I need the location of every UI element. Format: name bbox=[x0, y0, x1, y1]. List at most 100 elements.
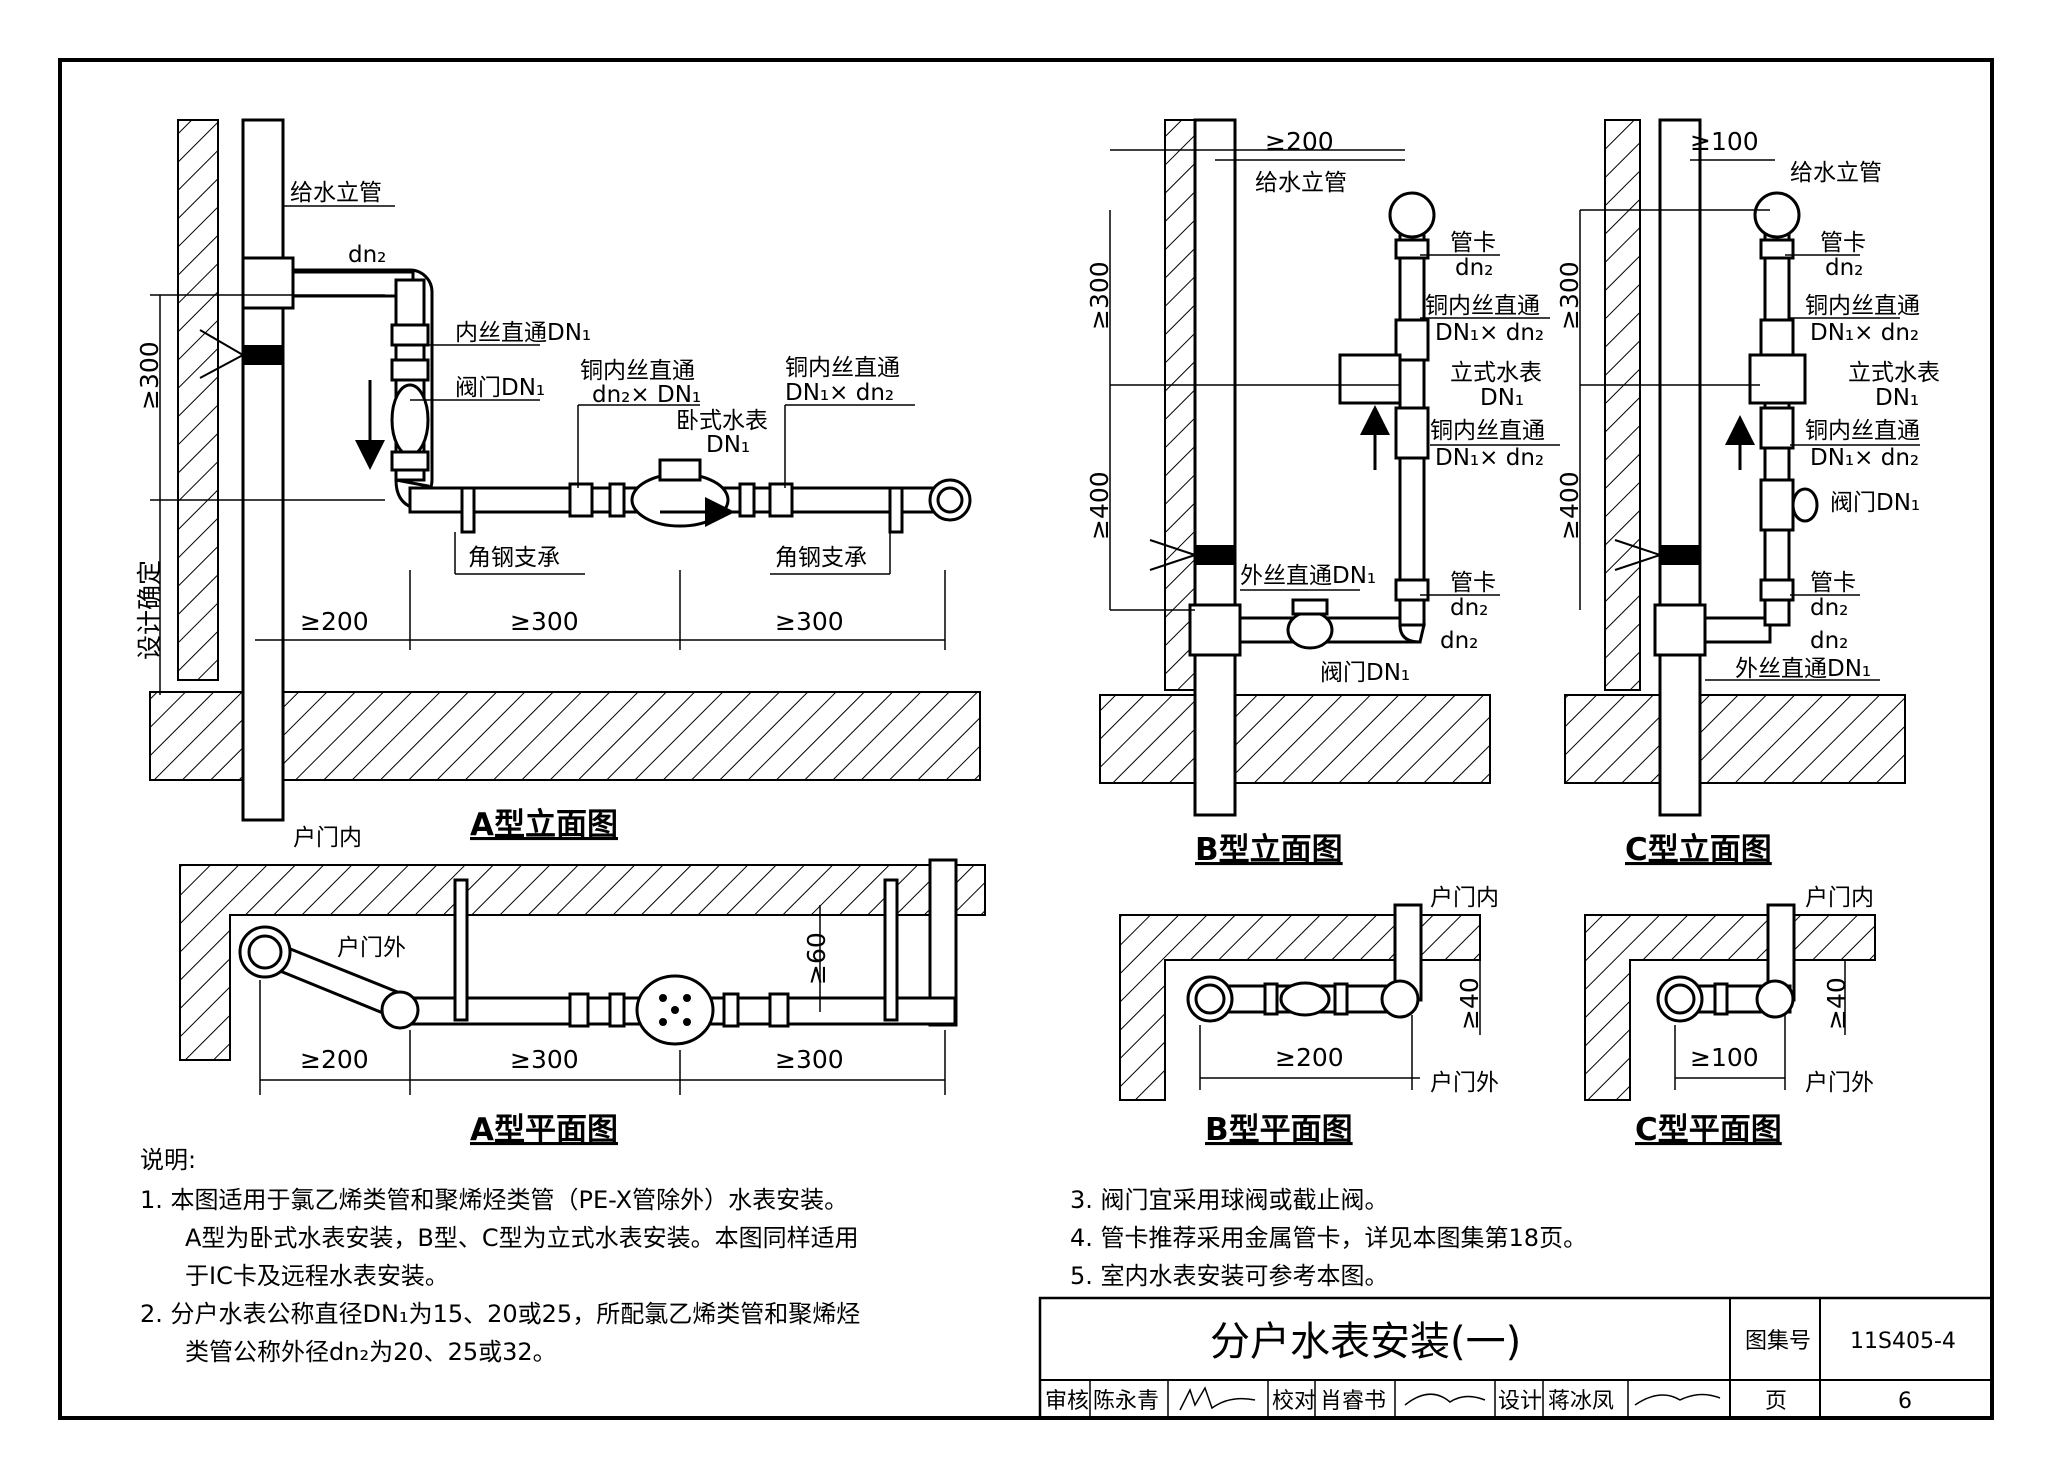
atlas-label: 图集号 bbox=[1745, 1329, 1811, 1354]
a-elev-wall bbox=[177, 119, 219, 681]
c-elev-dim-400: ≥400 bbox=[1555, 471, 1584, 540]
c-elev-cu1-label: 铜内丝直通 bbox=[1805, 293, 1920, 319]
b-plan-view: 户门内 户门外 ≥200 ≥40 B型平面图 bbox=[1119, 885, 1499, 1148]
a-plan-dim-300b: ≥300 bbox=[775, 1045, 844, 1074]
a-plan-wall bbox=[179, 864, 986, 1061]
drawing-title: 分户水表安装(一) bbox=[1210, 1319, 1521, 1365]
a-elev-union-label: 内丝直通DN₁ bbox=[455, 320, 591, 346]
b-elev-cu2-label: 铜内丝直通 bbox=[1430, 418, 1545, 444]
a-elev-dim-300-vertical: ≥300 bbox=[135, 341, 164, 410]
check-label: 校对 bbox=[1272, 1389, 1316, 1414]
a-elev-riser-pipe bbox=[241, 118, 285, 822]
a-plan-title: A型平面图 bbox=[470, 1112, 618, 1148]
c-plan-view: 户门内 户门外 ≥100 ≥40 C型平面图 bbox=[1584, 885, 1876, 1148]
c-elev-cu2-size: DN₁× dn₂ bbox=[1810, 445, 1919, 471]
c-elev-meter-dn: DN₁ bbox=[1875, 385, 1919, 411]
c-plan-indoor-label: 户门内 bbox=[1805, 885, 1874, 911]
c-elev-wall bbox=[1604, 119, 1641, 691]
a-elevation-view: 给水立管 dn₂ 内丝直通DN₁ 阀门DN₁ 铜内丝直通 dn₂× DN₁ 卧式… bbox=[135, 118, 981, 851]
design-label: 设计 bbox=[1498, 1389, 1542, 1414]
b-plan-dim-200: ≥200 bbox=[1275, 1043, 1344, 1072]
b-elev-floor bbox=[1099, 694, 1491, 784]
a-elev-meter-dn: DN₁ bbox=[706, 432, 750, 458]
b-elev-riser-pipe bbox=[1193, 118, 1237, 817]
checker-name: 肖睿书 bbox=[1320, 1389, 1386, 1414]
a-elev-riser-label: 给水立管 bbox=[290, 180, 382, 206]
c-elev-floor bbox=[1564, 694, 1906, 784]
a-plan-dim-300a: ≥300 bbox=[510, 1045, 579, 1074]
note-3: 3. 阀门宜采用球阀或截止阀。 bbox=[1070, 1186, 1389, 1214]
b-elev-clamp1-label: 管卡 bbox=[1450, 230, 1496, 256]
c-elev-dim-300: ≥300 bbox=[1555, 261, 1584, 330]
c-elevation-view: ≥100 给水立管 管卡 dn₂ 铜内丝直通 DN₁× dn₂ 立式水表 DN₁… bbox=[1555, 118, 1940, 868]
b-plan-outdoor-label: 户门外 bbox=[1430, 1070, 1499, 1096]
a-elev-cu2-label: 铜内丝直通 bbox=[785, 355, 900, 381]
atlas-number: 11S405-4 bbox=[1850, 1329, 1956, 1354]
reviewer-name: 陈永青 bbox=[1093, 1389, 1159, 1414]
a-elev-dim-200: ≥200 bbox=[300, 607, 369, 636]
a-elev-dn2-label: dn₂ bbox=[348, 242, 386, 268]
c-plan-wall bbox=[1584, 914, 1876, 1101]
note-5: 5. 室内水表安装可参考本图。 bbox=[1070, 1262, 1389, 1290]
c-elev-clamp1-label: 管卡 bbox=[1820, 230, 1866, 256]
b-elev-valve-label: 阀门DN₁ bbox=[1320, 660, 1410, 686]
b-elev-dn2-label: dn₂ bbox=[1440, 628, 1478, 654]
b-elev-cu1-label: 铜内丝直通 bbox=[1425, 293, 1540, 319]
note-2-line-1: 2. 分户水表公称直径DN₁为15、20或25，所配氯乙烯类管和聚烯烃 bbox=[140, 1300, 860, 1328]
c-plan-dim-40: ≥40 bbox=[1822, 977, 1851, 1030]
b-plan-wall bbox=[1119, 914, 1481, 1101]
c-elev-clamp1-dn: dn₂ bbox=[1825, 255, 1863, 281]
note-1-line-2: A型为卧式水表安装，B型、C型为立式水表安装。本图同样适用 bbox=[185, 1224, 859, 1252]
c-elev-riser-pipe bbox=[1658, 118, 1702, 817]
title-block: 分户水表安装(一) 图集号 11S405-4 审核 陈永青 校对 肖睿书 设计 … bbox=[1038, 1296, 1994, 1420]
c-elev-dim-100: ≥100 bbox=[1690, 127, 1759, 156]
checker-signature bbox=[1404, 1393, 1486, 1406]
review-label: 审核 bbox=[1045, 1389, 1089, 1414]
reviewer-signature bbox=[1179, 1386, 1256, 1411]
b-elev-riser-label: 给水立管 bbox=[1255, 170, 1347, 196]
a-plan-dim-200: ≥200 bbox=[300, 1045, 369, 1074]
a-elev-dim-300b: ≥300 bbox=[775, 607, 844, 636]
c-elev-cu2-label: 铜内丝直通 bbox=[1805, 418, 1920, 444]
c-elev-male-label: 外丝直通DN₁ bbox=[1735, 656, 1871, 682]
sheet-border bbox=[58, 58, 1994, 1420]
note-2-line-2: 类管公称外径dn₂为20、25或32。 bbox=[185, 1338, 557, 1366]
note-1-line-1: 1. 本图适用于氯乙烯类管和聚烯烃类管（PE-X管除外）水表安装。 bbox=[140, 1186, 848, 1214]
b-elev-clamp2-dn: dn₂ bbox=[1450, 595, 1488, 621]
a-elev-cu1-label: 铜内丝直通 bbox=[580, 358, 695, 384]
designer-name: 蒋冰凤 bbox=[1548, 1389, 1614, 1414]
a-elev-dim-300a: ≥300 bbox=[510, 607, 579, 636]
b-plan-indoor-label: 户门内 bbox=[1430, 885, 1499, 911]
a-elev-cu1-size: dn₂× DN₁ bbox=[592, 382, 701, 408]
b-elevation-title: B型立面图 bbox=[1195, 832, 1343, 868]
b-elev-male-label: 外丝直通DN₁ bbox=[1240, 563, 1376, 589]
a-elev-support2-label: 角钢支承 bbox=[775, 545, 867, 571]
b-elevation-view: ≥200 给水立管 管卡 dn₂ 铜内丝直通 DN₁× dn₂ 立式水表 DN₁… bbox=[1085, 118, 1560, 868]
a-elev-meter-label: 卧式水表 bbox=[676, 408, 768, 434]
c-elev-valve-label: 阀门DN₁ bbox=[1830, 490, 1920, 516]
c-elev-meter-label: 立式水表 bbox=[1848, 360, 1940, 386]
b-elev-cu1-size: DN₁× dn₂ bbox=[1435, 320, 1544, 346]
b-elev-clamp2-label: 管卡 bbox=[1450, 570, 1496, 596]
page-number: 6 bbox=[1898, 1389, 1912, 1414]
b-elev-cu2-size: DN₁× dn₂ bbox=[1435, 445, 1544, 471]
designer-signature bbox=[1634, 1393, 1721, 1406]
c-elev-clamp2-dn: dn₂ bbox=[1810, 595, 1848, 621]
b-elev-meter-label: 立式水表 bbox=[1450, 360, 1542, 386]
c-elevation-title: C型立面图 bbox=[1625, 832, 1772, 868]
c-plan-title: C型平面图 bbox=[1635, 1112, 1782, 1148]
b-elev-dim-400: ≥400 bbox=[1085, 471, 1114, 540]
a-elevation-title: A型立面图 bbox=[470, 807, 618, 843]
notes: 说明: 1. 本图适用于氯乙烯类管和聚烯烃类管（PE-X管除外）水表安装。 A型… bbox=[140, 1146, 1587, 1366]
a-plan-outdoor-label: 户门外 bbox=[337, 935, 406, 961]
notes-heading: 说明: bbox=[140, 1146, 196, 1174]
a-elev-support1-label: 角钢支承 bbox=[468, 545, 560, 571]
note-4: 4. 管卡推荐采用金属管卡，详见本图集第18页。 bbox=[1070, 1224, 1587, 1252]
c-elev-clamp2-label: 管卡 bbox=[1810, 570, 1856, 596]
a-elev-sleeve bbox=[243, 345, 283, 365]
a-plan-view: 户门外 ≥60 ≥200 ≥300 ≥300 A型平面图 bbox=[179, 858, 986, 1148]
a-elev-cu2-size: DN₁× dn₂ bbox=[785, 380, 894, 406]
b-plan-title: B型平面图 bbox=[1205, 1112, 1353, 1148]
c-plan-outdoor-label: 户门外 bbox=[1805, 1070, 1874, 1096]
